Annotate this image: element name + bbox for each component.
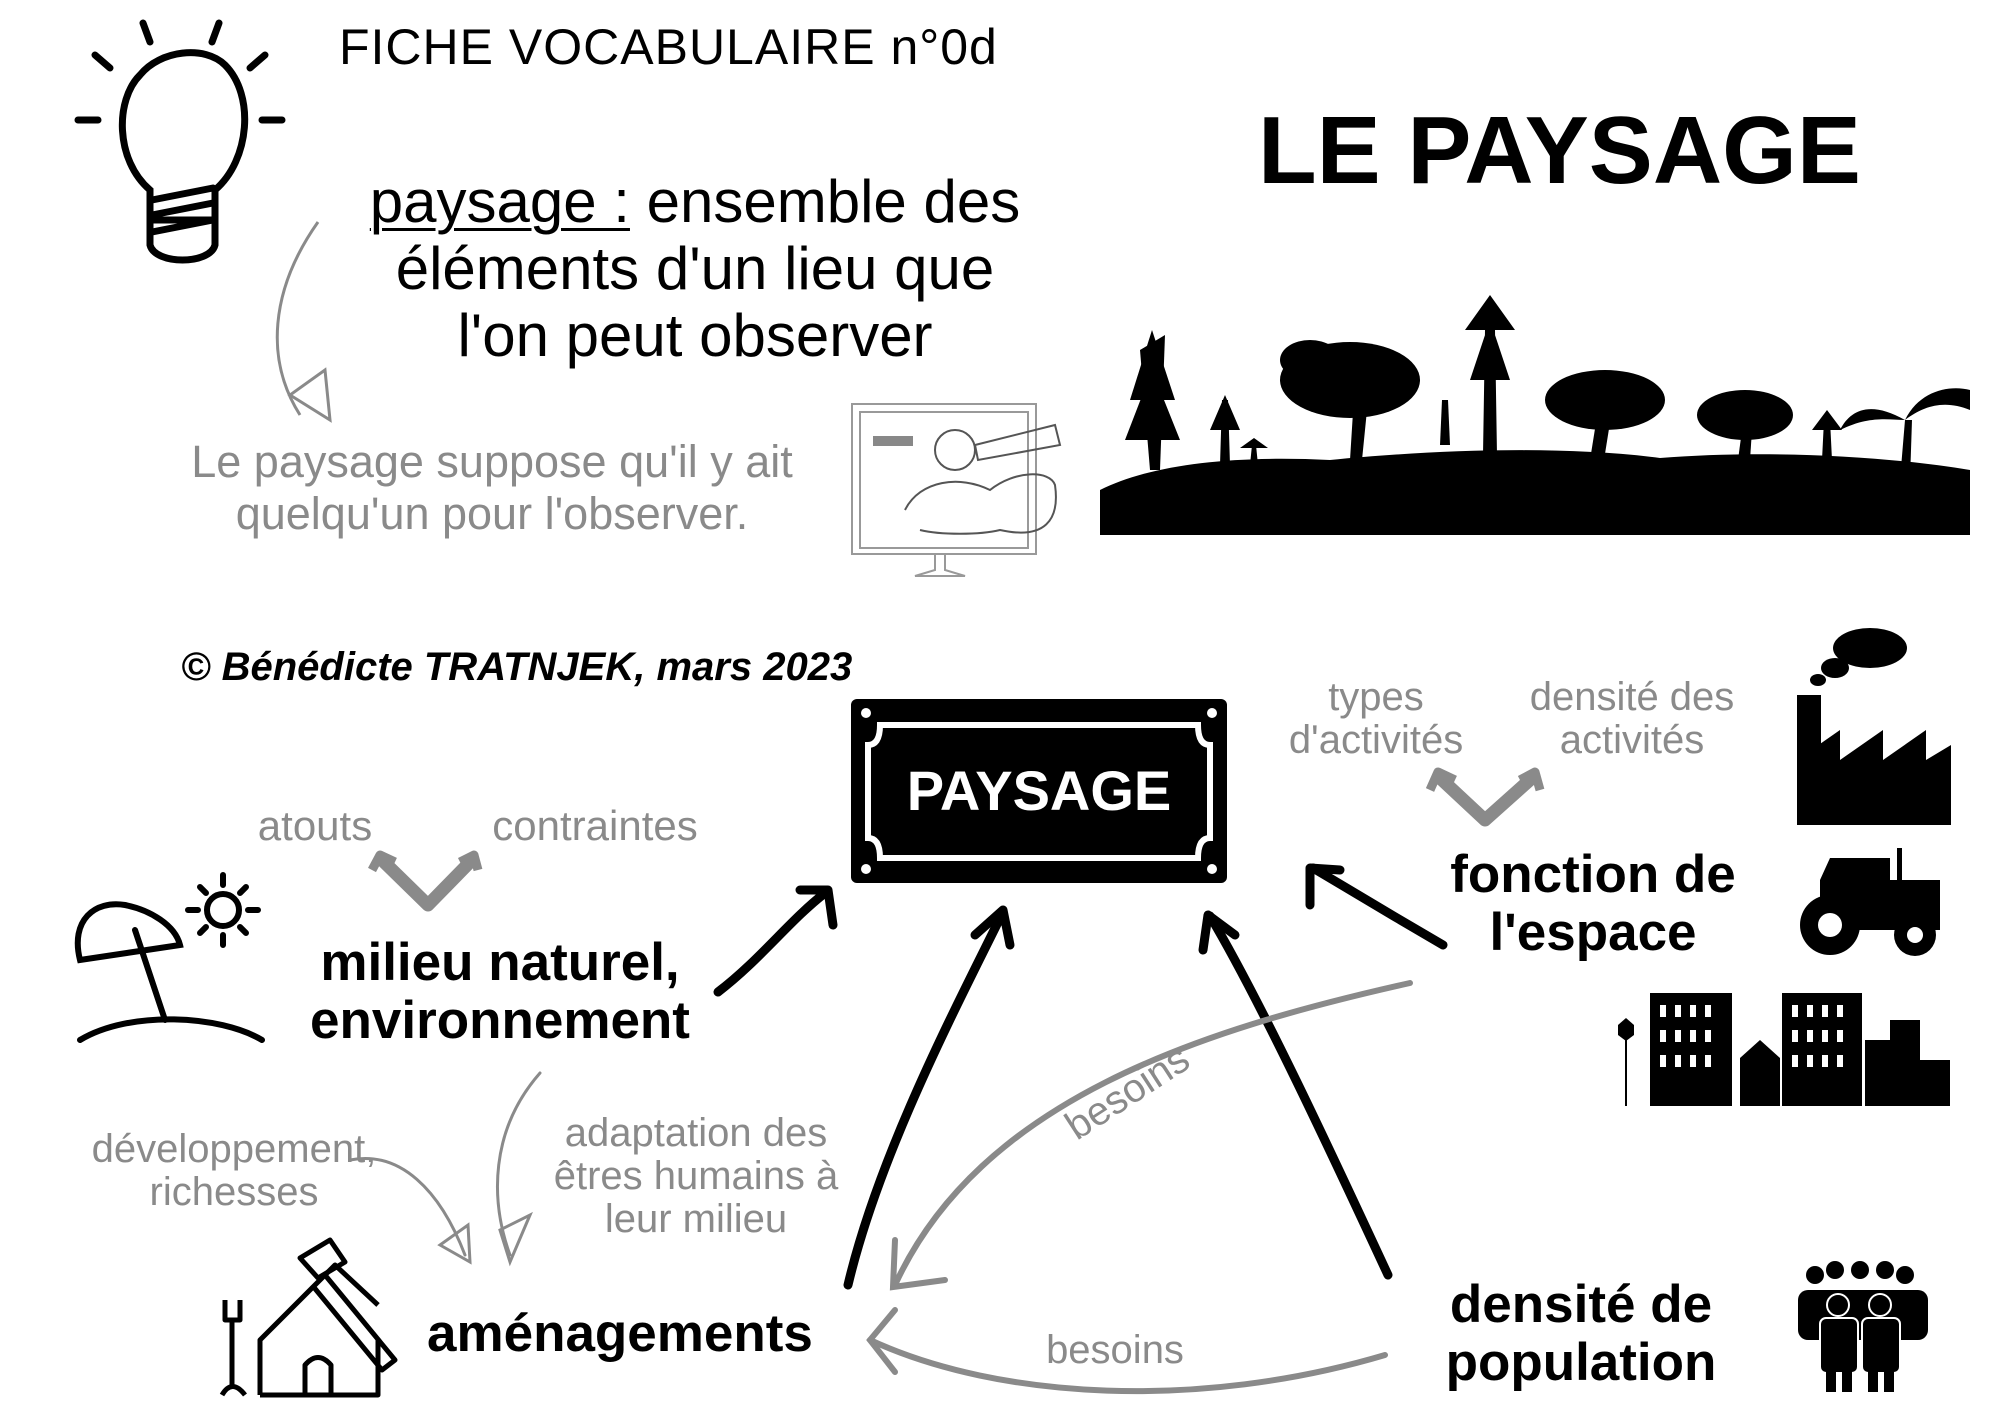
black-arrows [713,863,1448,1290]
note-line-1: Le paysage suppose qu'il y ait [191,436,793,487]
grey-arrow-definition [275,221,332,423]
densite-line-2: activités [1559,718,1705,762]
node-population: densité de population [1446,1276,1717,1392]
amenagements-developpement: développement, richesses [92,1128,377,1214]
node-amenagements: aménagements [427,1304,813,1363]
milieu-contraintes: contraintes [492,802,698,849]
definition-line-2: éléments d'un lieu que [395,235,995,302]
amenagements-adaptation: adaptation des êtres humains à leur mili… [554,1112,839,1241]
label-besoins-bottom: besoins [1046,1328,1184,1372]
definition-line-1: ensemble des [629,168,1021,235]
arrow-fonction-to-amenagements [892,980,1413,1288]
street-sign-frame [851,699,1227,883]
types-line-2: d'activités [1288,718,1464,762]
population-line-1: densité de [1449,1275,1713,1334]
house-tools-icon [219,1237,398,1398]
adapt-line-3: leur milieu [604,1197,788,1241]
milieu-line-1: milieu naturel, [320,933,680,992]
center-sign-label: PAYSAGE [906,759,1172,822]
definition-term: paysage : [369,168,630,235]
dev-line-2: richesses [149,1170,319,1214]
people-group-icon [1798,1261,1928,1392]
lightbulb-icon [74,19,286,264]
credit: © Bénédicte TRATNJEK, mars 2023 [181,645,853,689]
grey-arrows [348,980,1413,1395]
arrow-population-to-paysage [1205,911,1393,1280]
arrow-milieu-to-amenagements [496,1071,542,1257]
definition-line-3: l'on peut observer [457,302,933,369]
note-line-2: quelqu'un pour l'observer. [235,488,749,539]
sheet-label: FICHE VOCABULAIRE n°0d [339,19,998,75]
fonction-line-2: l'espace [1489,903,1697,962]
fonction-densite: densité des activités [1530,676,1735,762]
fonction-types: types d'activités [1289,676,1463,762]
adapt-line-2: êtres humains à [553,1154,839,1198]
arrow-population-to-amenagements [867,1337,1388,1395]
milieu-atouts: atouts [257,802,373,849]
fonction-line-1: fonction de [1450,845,1736,904]
adapt-line-1: adaptation des [564,1111,828,1155]
population-line-2: population [1445,1333,1717,1392]
beach-umbrella-sun-icon [74,872,265,1043]
node-fonction: fonction de l'espace [1450,846,1736,962]
city-buildings-icon [1618,993,1950,1106]
grey-double-arrow-fonction [1425,767,1545,827]
landscape-trees-silhouette [1100,295,1970,535]
arrow-amenagements-to-paysage [843,907,1008,1290]
milieu-line-2: environnement [310,991,690,1050]
observer-telescope-illustration [851,403,1062,577]
tractor-icon [1800,848,1940,956]
definition: paysage : ensemble des éléments d'un lie… [370,168,1020,369]
arrow-fonction-to-paysage [1308,863,1448,950]
factory-icon [1797,628,1951,825]
observer-note: Le paysage suppose qu'il y ait quelqu'un… [191,436,793,540]
grey-double-arrow-milieu [368,850,483,912]
node-milieu: milieu naturel, environnement [310,934,690,1050]
types-line-1: types [1328,675,1424,719]
densite-line-1: densité des [1529,675,1735,719]
page-title: LE PAYSAGE [1258,97,1861,204]
arrow-milieu-to-paysage [713,888,830,997]
dev-line-1: développement, [91,1127,377,1171]
